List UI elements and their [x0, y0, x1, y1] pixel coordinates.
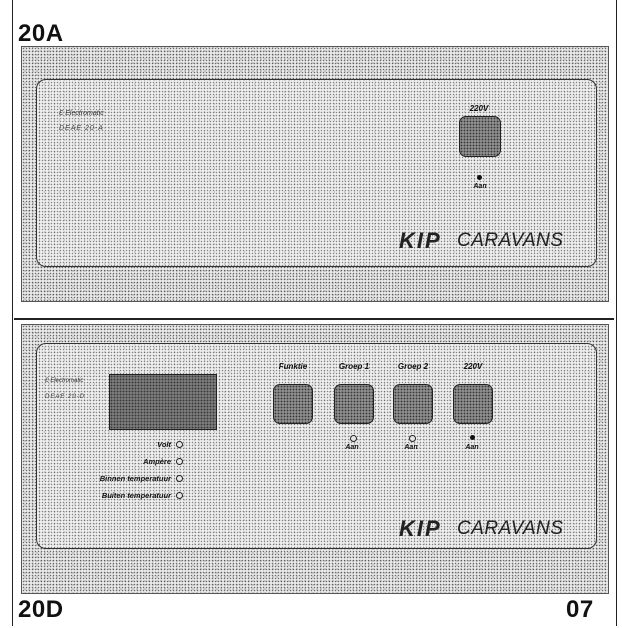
- groep-2-button[interactable]: [393, 384, 433, 424]
- funktie-button[interactable]: [273, 384, 313, 424]
- groep-1-led: [350, 435, 357, 442]
- indicator-led-ampere: [176, 458, 183, 465]
- groep-1-led-label: Aan: [345, 444, 359, 451]
- panel-20a: Ɛ Electromatic DEAE 20-A 220V Aan KIP CA…: [21, 46, 609, 302]
- indicator-label-buiten: Buiten temperatuur: [101, 491, 171, 500]
- indicator-led-buiten: [176, 492, 183, 499]
- button-label-groep-1: Groep 1: [338, 362, 370, 371]
- section-divider: [14, 318, 614, 320]
- power-220v-button[interactable]: [459, 116, 501, 157]
- power-led-label: Aan: [465, 444, 479, 451]
- indicator-label-volt: Volt: [157, 440, 171, 449]
- label-20a: 20A: [18, 20, 64, 47]
- digital-display: [109, 374, 217, 430]
- electromatic-logo: Ɛ Electromatic: [45, 378, 84, 384]
- panel-20d-face: Ɛ Electromatic DEAE 20-D Funktie Groep 1…: [36, 343, 597, 549]
- model-label: DEAE 20-D: [45, 394, 86, 400]
- page-number: 07: [566, 596, 594, 623]
- model-label: DEAE 20-A: [59, 125, 104, 132]
- kip-logo: KIP: [399, 228, 442, 253]
- button-label-groep-2: Groep 2: [397, 362, 429, 371]
- indicator-led-volt: [176, 441, 183, 448]
- label-20d: 20D: [18, 596, 64, 623]
- indicator-led-binnen: [176, 475, 183, 482]
- electromatic-logo: Ɛ Electromatic: [59, 110, 104, 117]
- panel-20a-face: Ɛ Electromatic DEAE 20-A 220V Aan KIP CA…: [36, 79, 597, 267]
- caravans-logo: CARAVANS: [457, 230, 564, 251]
- groep-2-led-label: Aan: [404, 444, 418, 451]
- indicator-label-ampere: Ampère: [143, 457, 171, 466]
- power-220v-button[interactable]: [453, 384, 493, 424]
- kip-logo: KIP: [399, 516, 442, 541]
- groep-2-led: [409, 435, 416, 442]
- indicator-label-binnen: Binnen temperatuur: [99, 474, 171, 483]
- power-led: [477, 175, 482, 180]
- button-label-220v: 220V: [463, 362, 483, 371]
- groep-1-button[interactable]: [334, 384, 374, 424]
- button-label-220v: 220V: [469, 104, 489, 113]
- button-label-funktie: Funktie: [278, 362, 308, 371]
- caravans-logo: CARAVANS: [457, 518, 564, 539]
- page-frame: [12, 0, 617, 626]
- power-led-label: Aan: [473, 183, 487, 190]
- power-led: [470, 435, 475, 440]
- panel-20d: Ɛ Electromatic DEAE 20-D Funktie Groep 1…: [21, 324, 609, 594]
